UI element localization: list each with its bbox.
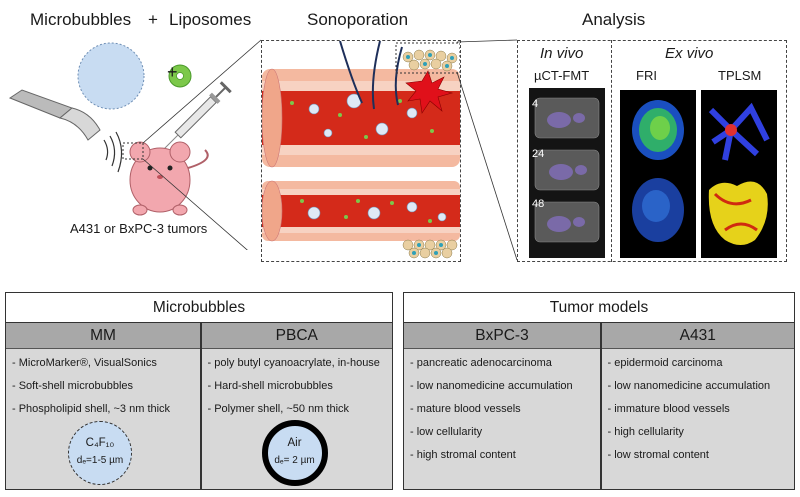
mm-item: - Soft-shell microbubbles <box>12 380 134 392</box>
plus-sign: + <box>148 10 158 29</box>
bxpc3-column-body: - pancreatic adenocarcinoma - low nanome… <box>404 349 600 489</box>
bxpc3-item: - mature blood vessels <box>410 403 521 415</box>
sonoporation-box <box>261 40 461 262</box>
microbubbles-heading: Microbubbles <box>30 10 132 29</box>
pbca-column-body: - poly butyl cyanoacrylate, in-house - H… <box>201 349 392 489</box>
timepoint-48: 48 <box>532 198 545 210</box>
mm-column-header: MM <box>6 323 200 349</box>
mm-diameter-label: dₑ=1-5 µm <box>76 455 124 466</box>
sonoporation-heading: Sonoporation <box>307 10 409 29</box>
analysis-box <box>517 40 787 262</box>
fri-label: FRI <box>636 68 657 83</box>
tumor-models-panel-title: Tumor models <box>404 293 794 323</box>
analysis-divider <box>611 40 612 262</box>
timepoint-24: 24 <box>532 148 545 160</box>
pbca-item: - poly butyl cyanoacrylate, in-house <box>207 357 380 369</box>
pbca-bubble-icon <box>261 420 328 486</box>
a431-item: - low nanomedicine accumulation <box>607 380 771 392</box>
pbca-item: - Polymer shell, ~50 nm thick <box>207 403 350 415</box>
blood-vessel-illustration <box>262 41 460 259</box>
bxpc3-item: - pancreatic adenocarcinoma <box>410 357 552 369</box>
tumor-column-divider <box>600 323 602 489</box>
tumors-label: A431 or BxPC-3 tumors <box>70 221 208 236</box>
mm-item: - MicroMarker®, VisualSonics <box>12 357 157 369</box>
inner-plus-sign: + <box>167 62 178 82</box>
zoom-connector-lines <box>456 39 518 261</box>
mouse-icon <box>129 141 209 216</box>
microbubbles-panel-title: Microbubbles <box>6 293 392 323</box>
mm-column-body: - MicroMarker®, VisualSonics - Soft-shel… <box>6 349 200 489</box>
tplsm-images <box>701 90 777 258</box>
administration-illustration <box>8 39 262 250</box>
a431-column-body: - epidermoid carcinoma - low nanomedicin… <box>601 349 794 489</box>
bxpc3-item: - low nanomedicine accumulation <box>410 380 573 392</box>
uct-fmt-label: µCT-FMT <box>534 68 590 83</box>
microbubble-icon <box>77 42 145 110</box>
bxpc3-column-header: BxPC-3 <box>404 323 600 349</box>
ex-vivo-label: Ex vivo <box>665 45 714 62</box>
fri-images <box>620 90 696 258</box>
tplsm-label: TPLSM <box>718 68 762 83</box>
microbubbles-column-divider <box>200 323 202 489</box>
microbubbles-panel: Microbubbles MM PBCA - MicroMarker®, Vis… <box>5 292 393 490</box>
bxpc3-item: - high stromal content <box>410 449 516 461</box>
a431-item: - immature blood vessels <box>607 403 730 415</box>
mm-bubble-icon <box>68 421 132 485</box>
analysis-heading: Analysis <box>582 10 646 29</box>
syringe-icon <box>163 81 232 150</box>
liposomes-heading: Liposomes <box>169 10 252 29</box>
a431-item: - high cellularity <box>607 426 684 438</box>
timepoint-4: 4 <box>532 98 539 110</box>
in-vivo-label: In vivo <box>540 45 584 62</box>
a431-item: - epidermoid carcinoma <box>607 357 723 369</box>
tumor-models-panel: Tumor models BxPC-3 A431 - pancreatic ad… <box>403 292 795 490</box>
a431-item: - low stromal content <box>607 449 709 461</box>
bxpc3-item: - low cellularity <box>410 426 483 438</box>
pbca-gas-label: Air <box>287 437 302 449</box>
ultrasound-transducer-icon <box>8 89 123 173</box>
mm-gas-label: C₄F₁₀ <box>85 437 115 449</box>
a431-column-header: A431 <box>601 323 794 349</box>
uct-fmt-images <box>529 88 605 258</box>
pbca-diameter-label: dₑ= 2 µm <box>274 455 315 466</box>
pbca-item: - Hard-shell microbubbles <box>207 380 333 392</box>
pbca-column-header: PBCA <box>201 323 392 349</box>
mm-item: - Phospholipid shell, ~3 nm thick <box>12 403 171 415</box>
